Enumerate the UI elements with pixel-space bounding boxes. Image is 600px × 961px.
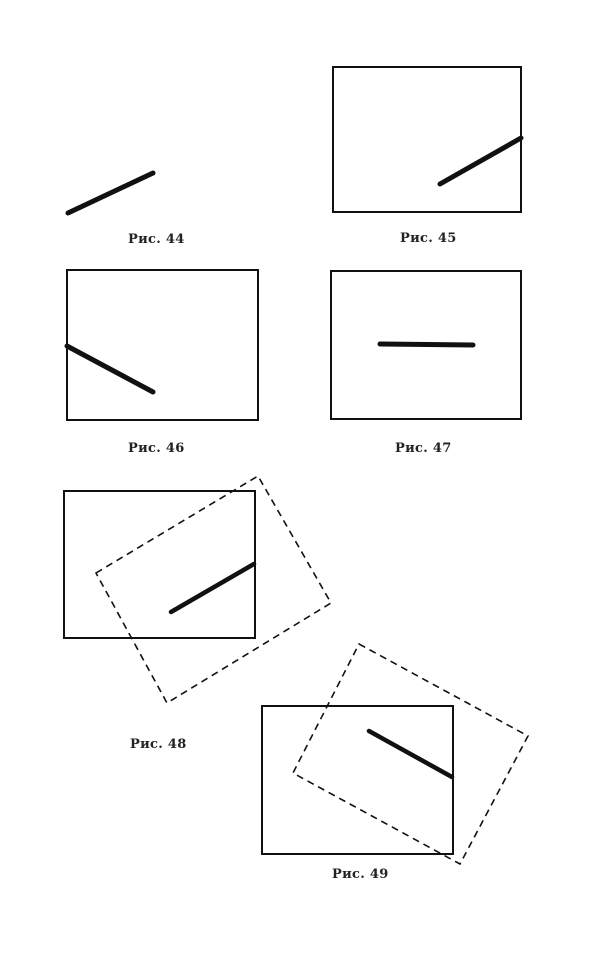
figure-46 [64, 269, 259, 421]
segment [64, 343, 156, 395]
segment [377, 341, 476, 348]
caption-fig-48: Рис. 48 [130, 737, 187, 752]
segment [168, 561, 257, 615]
frame [66, 269, 259, 421]
rotated-frame-dashed [291, 642, 530, 866]
figure-45 [332, 66, 524, 213]
segment [366, 728, 455, 780]
caption-fig-49: Рис. 49 [332, 867, 389, 882]
frame [330, 270, 522, 420]
figure-47 [330, 270, 522, 420]
figure-48 [63, 474, 333, 705]
frame [332, 66, 522, 213]
rotated-frame-dashed [94, 474, 333, 705]
frame [63, 490, 256, 639]
figure-44 [65, 170, 156, 216]
caption-fig-45: Рис. 45 [400, 231, 457, 246]
segment [437, 135, 524, 187]
caption-fig-46: Рис. 46 [128, 441, 185, 456]
figure-49 [261, 642, 530, 866]
segment [65, 170, 156, 216]
caption-fig-47: Рис. 47 [395, 441, 452, 456]
caption-fig-44: Рис. 44 [128, 232, 185, 247]
frame [261, 705, 454, 855]
